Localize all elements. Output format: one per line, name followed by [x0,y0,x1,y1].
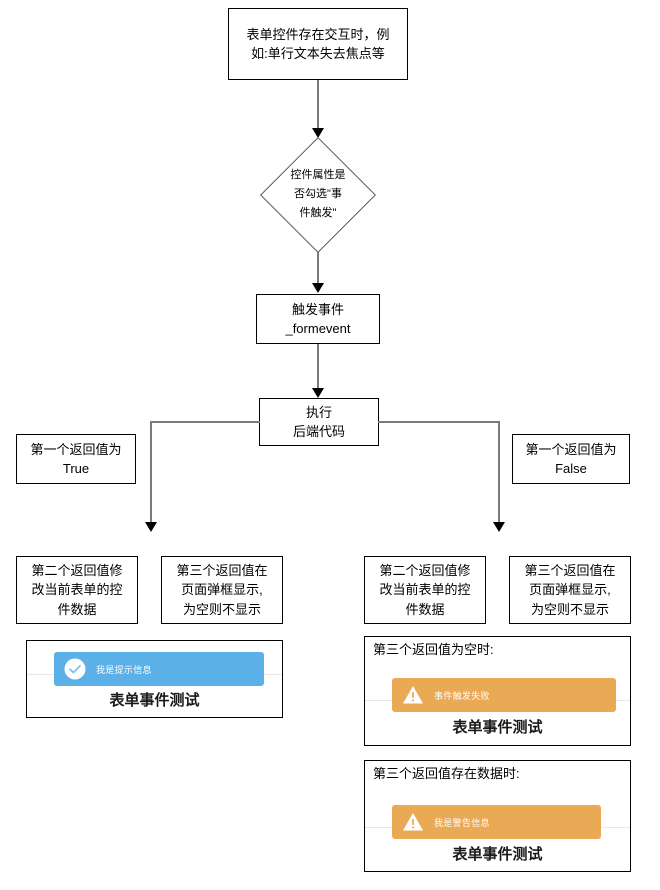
node-first-return-false-label: 第一个返回值为 False [525,441,617,477]
node-true-second-return-label: 第二个返回值修 改当前表单的控 件数据 [31,562,123,617]
arrowhead-execute [312,388,324,398]
screenshot-true-page-title: 表单事件测试 [109,692,200,709]
connector-execute-right-vertical [498,421,500,527]
node-start-label: 表单控件存在交互时，例 如:单行文本失去焦点等 [246,26,390,62]
arrowhead-decision [312,128,324,138]
node-first-return-true: 第一个返回值为 True [16,434,136,484]
node-first-return-true-label: 第一个返回值为 True [30,441,122,477]
node-true-second-return: 第二个返回值修 改当前表单的控 件数据 [16,556,138,624]
arrowhead-trigger [312,283,324,293]
node-false-third-return: 第三个返回值在 页面弹框显示, 为空则不显示 [509,556,631,624]
screenshot-false-data-page-title: 表单事件测试 [452,846,543,863]
connector-start-to-decision [317,80,319,132]
connector-execute-left-vertical [150,421,152,527]
connector-execute-left-horizontal [150,421,260,423]
node-false-second-return: 第二个返回值修 改当前表单的控 件数据 [364,556,486,624]
screenshot-false-data: 第三个返回值存在数据时: 我是警告信息 表单事件测试 [364,760,631,872]
node-false-third-return-label: 第三个返回值在 页面弹框显示, 为空则不显示 [524,562,616,617]
screenshot-false-data-caption: 第三个返回值存在数据时: [373,766,520,781]
toast-warning-message: 事件触发失败 [434,690,490,701]
node-decision: 控件属性是 否勾选"事 件触发" [246,136,390,253]
node-true-third-return: 第三个返回值在 页面弹框显示, 为空则不显示 [161,556,283,624]
node-execute-backend-label: 执行 后端代码 [292,404,345,440]
node-first-return-false: 第一个返回值为 False [512,434,630,484]
connector-execute-right-horizontal [378,421,500,423]
check-circle-icon [64,658,86,680]
connector-trigger-to-execute [317,344,319,394]
connector-decision-to-trigger [317,252,319,288]
toast-info: 我是提示信息 [54,652,264,686]
toast-info-message: 我是提示信息 [96,664,152,675]
screenshot-true-case: 我是提示信息 表单事件测试 [26,640,283,718]
screenshot-false-empty-page-title: 表单事件测试 [452,719,543,736]
warning-triangle-icon [402,684,424,706]
node-execute-backend: 执行 后端代码 [259,398,379,446]
node-true-third-return-label: 第三个返回值在 页面弹框显示, 为空则不显示 [176,562,268,617]
arrowhead-right-branch [493,522,505,532]
toast-warning-trigger-failed: 事件触发失败 [392,678,616,712]
arrowhead-left-branch [145,522,157,532]
node-start: 表单控件存在交互时，例 如:单行文本失去焦点等 [228,8,408,80]
node-trigger-event-label: 触发事件 _formevent [285,301,351,337]
screenshot-false-empty: 第三个返回值为空时: 事件触发失败 表单事件测试 [364,636,631,746]
node-decision-label: 控件属性是 否勾选"事 件触发" [290,168,346,220]
node-false-second-return-label: 第二个返回值修 改当前表单的控 件数据 [379,562,471,617]
screenshot-false-empty-caption: 第三个返回值为空时: [373,642,494,657]
node-trigger-event: 触发事件 _formevent [256,294,380,344]
warning-triangle-icon [402,811,424,833]
toast-warning-message: 我是警告信息 [434,817,490,828]
toast-warning-custom: 我是警告信息 [392,805,601,839]
